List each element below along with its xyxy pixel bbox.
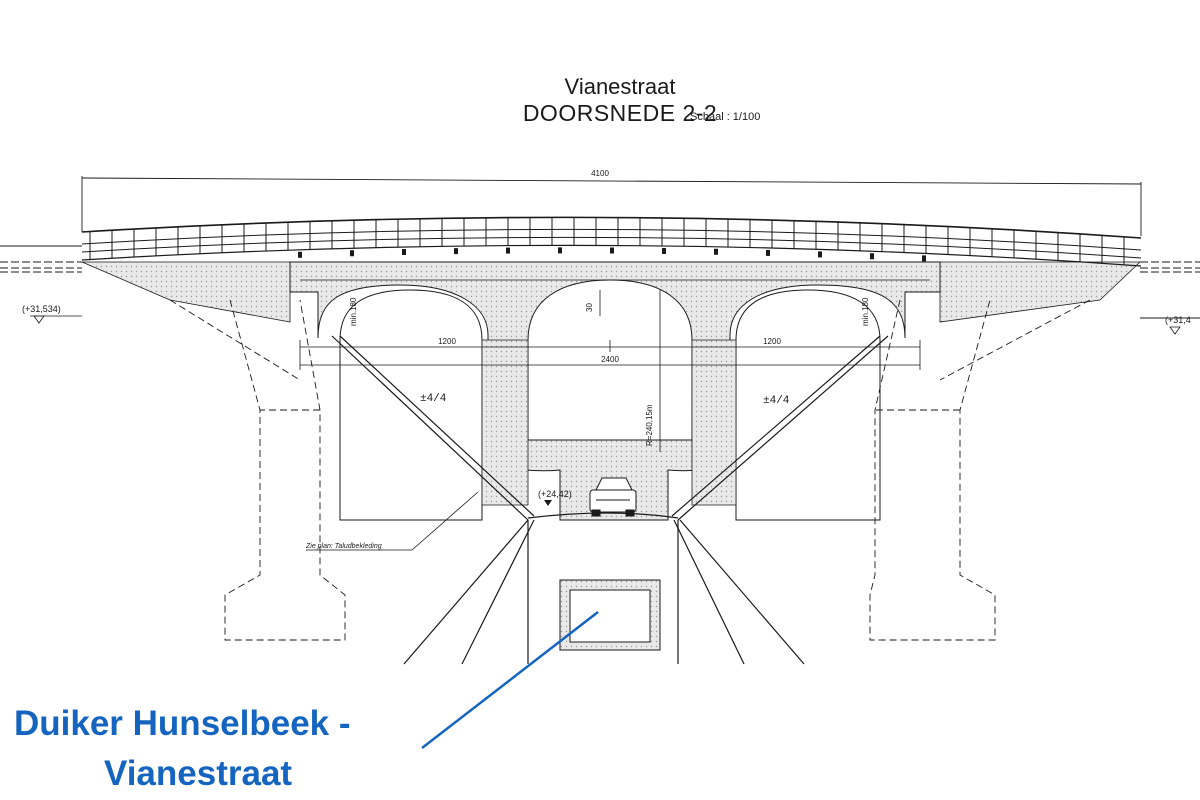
slope-left: ±4/4 <box>420 393 447 405</box>
culvert-box <box>559 579 661 651</box>
deck-bolt <box>506 247 510 254</box>
overall-dimension-line <box>81 176 1142 236</box>
level-right-marker <box>1169 326 1181 335</box>
dashed-foundations <box>169 299 1091 641</box>
slope-right: ±4/4 <box>763 395 790 407</box>
deck-bolt <box>662 247 666 254</box>
deck-bolt <box>818 251 822 258</box>
dim-clearance-right: min.180 <box>861 297 870 326</box>
dim-crown: 30 <box>585 303 594 312</box>
dim-overall: 4100 <box>591 169 609 178</box>
left-arch-opening <box>339 289 483 521</box>
note-taludbekleding: Zie plan: Taludbekleding <box>305 543 382 550</box>
deck-bolt <box>454 248 458 255</box>
deck-bolt <box>558 247 562 254</box>
car-icon <box>589 477 637 517</box>
dim-span-total: 2400 <box>601 355 619 364</box>
level-road: (+24,42) <box>538 489 572 499</box>
drawing-title-street: Vianestraat <box>564 74 676 99</box>
left-pier <box>481 339 529 506</box>
culvert-caption-line2: Vianestraat <box>104 754 293 793</box>
level-left-marker <box>33 315 45 324</box>
dim-span-right: 1200 <box>763 337 781 346</box>
right-embankment-fill <box>939 261 1142 323</box>
culvert-pointer-line <box>421 611 599 749</box>
note-leader <box>306 491 479 551</box>
right-pier <box>691 339 737 506</box>
level-road-marker <box>544 500 552 506</box>
dim-radius: R=240,15m <box>645 404 654 446</box>
deck-under-camber <box>81 244 1142 267</box>
deck-bolt <box>922 255 926 262</box>
level-left: (+31,534) <box>22 304 61 314</box>
bridge-railing <box>81 216 1142 259</box>
deck-bolt <box>714 248 718 255</box>
railing-posts <box>89 217 1125 265</box>
left-embankment-fill <box>81 261 291 323</box>
level-right: (+31,4 <box>1165 315 1191 325</box>
dim-clearance-left: min.180 <box>349 297 358 326</box>
embankment-lower-lines <box>403 519 805 665</box>
deck-bolt <box>610 247 614 254</box>
drawing-title-section: DOORSNEDE 2-2 <box>522 100 718 126</box>
bolt-row <box>298 247 926 262</box>
slope-lines <box>331 335 889 521</box>
road-surface <box>527 512 679 519</box>
dim-span-left: 1200 <box>438 337 456 346</box>
deck-bolt <box>350 250 354 257</box>
deck-bolt <box>298 251 302 258</box>
deck-bolt <box>402 249 406 256</box>
ground-lines <box>0 245 1200 319</box>
culvert-caption-line1: Duiker Hunselbeek - <box>14 704 351 743</box>
right-arch-opening <box>735 289 881 521</box>
drawing-scale: Schaal : 1/100 <box>690 111 761 123</box>
deck-bolt <box>766 249 770 256</box>
deck-bolt <box>870 253 874 260</box>
deck-top-camber <box>81 216 1142 239</box>
